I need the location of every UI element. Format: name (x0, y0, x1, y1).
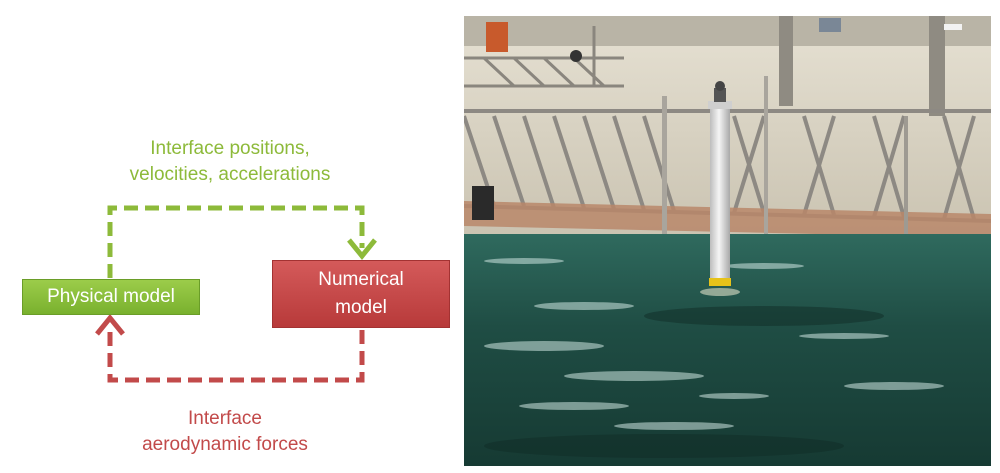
green-dashed-arrow-path (107, 205, 365, 278)
interface-forces-label: Interface aerodynamic forces (105, 406, 345, 458)
red-dashed-arrow-path (107, 325, 365, 383)
red-arrowhead-icon (95, 314, 125, 336)
water-reflections (484, 258, 944, 430)
numerical-model-box: Numerical model (272, 260, 450, 328)
top-label-line2: velocities, accelerations (129, 164, 331, 185)
gantry-truss-upper (464, 26, 624, 88)
wave-tank-photo (464, 16, 991, 466)
bottom-label-line2: aerodynamic forces (142, 434, 308, 455)
numerical-model-line1: Numerical (318, 269, 404, 290)
yellow-waterline-band (709, 278, 731, 286)
hall-column (779, 16, 793, 106)
top-label-line1: Interface positions, (150, 138, 310, 159)
physical-model-label: Physical model (47, 286, 175, 307)
monopile-pole (710, 104, 730, 284)
numerical-model-line2: model (335, 297, 387, 318)
wave-tank-illustration (464, 16, 991, 466)
sensor-head (714, 88, 726, 102)
bottom-label-line1: Interface (188, 408, 262, 429)
diagram-arrows (95, 205, 377, 383)
coupling-diagram: Interface positions, velocities, acceler… (0, 0, 460, 473)
interface-positions-label: Interface positions, velocities, acceler… (100, 136, 360, 188)
physical-model-box: Physical model (22, 279, 200, 315)
green-arrowhead-icon (347, 238, 377, 260)
